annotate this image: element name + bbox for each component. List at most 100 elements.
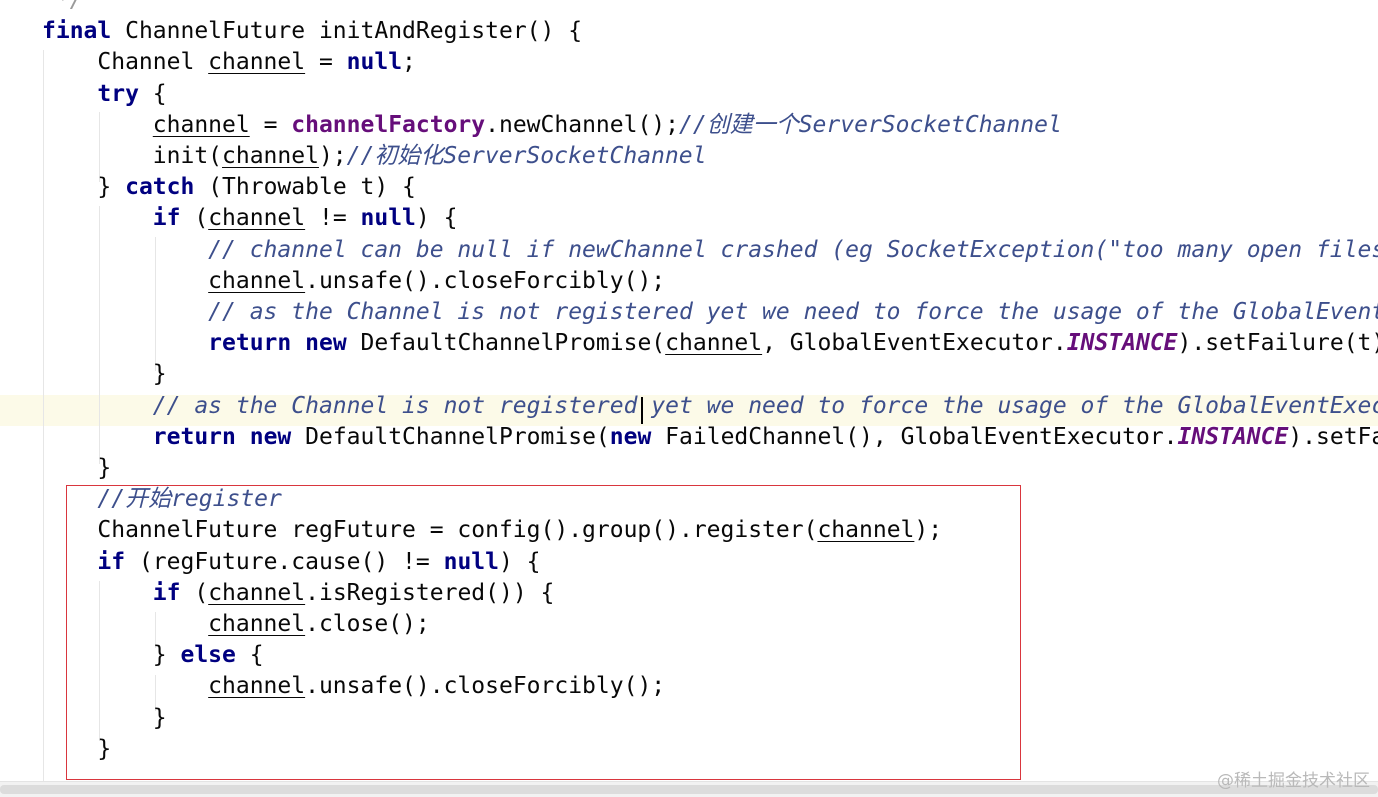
code-line[interactable]: channel.unsafe().closeForcibly(); bbox=[0, 266, 1378, 297]
code-line[interactable]: init(channel);//初始化ServerSocketChannel bbox=[0, 141, 1378, 172]
code-token bbox=[42, 112, 153, 138]
code-token bbox=[42, 673, 208, 699]
code-token: try bbox=[97, 80, 139, 107]
code-token: .unsafe().closeForcibly(); bbox=[305, 673, 666, 700]
code-line[interactable]: channel = channelFactory.newChannel();//… bbox=[0, 110, 1378, 141]
code-line[interactable]: final ChannelFuture initAndRegister() { bbox=[0, 16, 1378, 47]
code-token bbox=[42, 580, 153, 606]
code-line[interactable]: return new DefaultChannelPromise(channel… bbox=[0, 328, 1378, 359]
indent-guide bbox=[155, 237, 156, 371]
code-token: } bbox=[42, 361, 167, 388]
code-token bbox=[42, 424, 153, 450]
code-line[interactable]: //开始register bbox=[0, 484, 1378, 515]
indent-guide bbox=[43, 50, 44, 785]
code-token: channel bbox=[208, 673, 306, 700]
code-token bbox=[42, 205, 153, 231]
code-token: } bbox=[42, 735, 112, 762]
code-token: ); bbox=[318, 143, 347, 169]
code-token: channel bbox=[208, 49, 306, 76]
code-line[interactable]: } bbox=[0, 703, 1378, 734]
code-token: if bbox=[152, 579, 181, 606]
code-token: } bbox=[42, 704, 167, 731]
code-token: .close(); bbox=[305, 611, 430, 637]
code-line[interactable]: } bbox=[0, 359, 1378, 390]
indent-guide bbox=[155, 675, 156, 711]
code-token bbox=[42, 268, 208, 294]
code-token: */ bbox=[42, 0, 84, 13]
code-line[interactable]: Channel channel = null; bbox=[0, 47, 1378, 78]
code-token: new bbox=[249, 423, 292, 450]
code-token bbox=[236, 424, 250, 450]
current-line-highlight bbox=[0, 395, 1378, 426]
code-token: new bbox=[305, 330, 347, 357]
code-line[interactable]: ChannelFuture regFuture = config().group… bbox=[0, 515, 1378, 546]
code-token bbox=[42, 330, 208, 356]
horizontal-scrollbar[interactable] bbox=[0, 781, 1378, 797]
code-token: new bbox=[609, 423, 652, 450]
code-token: ; bbox=[402, 49, 416, 76]
watermark: @稀土掘金技术社区 bbox=[1217, 771, 1370, 791]
code-line[interactable]: } bbox=[0, 453, 1378, 484]
code-token: channel bbox=[817, 517, 915, 544]
code-token: //创建一个ServerSocketChannel bbox=[679, 111, 1062, 138]
indent-guide bbox=[155, 612, 156, 648]
code-line[interactable]: // as the Channel is not registered yet … bbox=[0, 297, 1378, 328]
code-token bbox=[291, 330, 305, 356]
code-token: ).setFailure(t); bbox=[1177, 330, 1378, 357]
code-line[interactable]: if (regFuture.cause() != null) { bbox=[0, 547, 1378, 578]
code-token: (regFuture.cause() != bbox=[125, 548, 444, 575]
code-token: channelFactory bbox=[291, 111, 486, 138]
code-token: .isRegistered()) { bbox=[305, 579, 555, 606]
code-token: { bbox=[235, 642, 264, 669]
code-token: null bbox=[443, 548, 499, 575]
code-token: catch bbox=[125, 174, 195, 201]
code-token: channel bbox=[208, 579, 306, 606]
code-token: channel bbox=[208, 611, 306, 637]
code-token: channel bbox=[152, 111, 250, 138]
code-token bbox=[42, 299, 208, 325]
code-line[interactable]: return new DefaultChannelPromise(new Fai… bbox=[0, 422, 1378, 453]
code-token: channel bbox=[208, 267, 306, 294]
code-line[interactable]: } bbox=[0, 734, 1378, 765]
code-token: ( bbox=[180, 579, 209, 606]
code-line[interactable]: channel.unsafe().closeForcibly(); bbox=[0, 671, 1378, 702]
code-line[interactable]: */ bbox=[0, 0, 1378, 16]
code-token: channel bbox=[665, 330, 763, 357]
code-token bbox=[42, 237, 208, 263]
code-token: DefaultChannelPromise( bbox=[346, 330, 666, 357]
indent-guide bbox=[99, 206, 100, 464]
indent-guide bbox=[99, 112, 100, 182]
code-token: = bbox=[305, 49, 347, 76]
code-token bbox=[42, 486, 97, 512]
code-line[interactable]: // as the Channel is not registered yet … bbox=[0, 391, 1378, 422]
code-line[interactable]: // channel can be null if newChannel cra… bbox=[0, 235, 1378, 266]
code-token: else bbox=[180, 642, 236, 669]
code-token: channel bbox=[208, 205, 306, 232]
code-line[interactable]: try { bbox=[0, 79, 1378, 110]
code-line[interactable]: if (channel.isRegistered()) { bbox=[0, 578, 1378, 609]
indent-guide bbox=[99, 581, 100, 741]
code-token bbox=[42, 611, 208, 637]
code-token: } bbox=[42, 455, 112, 481]
code-line[interactable]: if (channel != null) { bbox=[0, 203, 1378, 234]
code-line[interactable]: } else { bbox=[0, 640, 1378, 671]
code-token: INSTANCE bbox=[1066, 330, 1178, 357]
code-line[interactable]: channel.close(); bbox=[0, 609, 1378, 640]
code-token: ChannelFuture regFuture = config().group… bbox=[42, 517, 818, 544]
code-token: } bbox=[42, 174, 126, 201]
code-token: != bbox=[305, 205, 361, 232]
code-token: .unsafe().closeForcibly(); bbox=[305, 267, 666, 294]
code-token: ); bbox=[914, 517, 943, 544]
code-line[interactable]: } catch (Throwable t) { bbox=[0, 172, 1378, 203]
code-token: // channel can be null if newChannel cra… bbox=[208, 236, 1378, 263]
code-token: return bbox=[152, 423, 236, 450]
code-token: if bbox=[152, 205, 181, 232]
code-token: // as the Channel is not registered yet … bbox=[208, 299, 1378, 325]
code-token bbox=[42, 393, 153, 419]
code-token: Channel bbox=[42, 49, 209, 76]
code-token: final bbox=[42, 18, 112, 45]
code-token: FailedChannel(), GlobalEventExecutor. bbox=[651, 423, 1178, 450]
scrollbar-thumb[interactable] bbox=[0, 785, 1378, 794]
code-token: // as the Channel is not registered yet … bbox=[152, 392, 1378, 419]
